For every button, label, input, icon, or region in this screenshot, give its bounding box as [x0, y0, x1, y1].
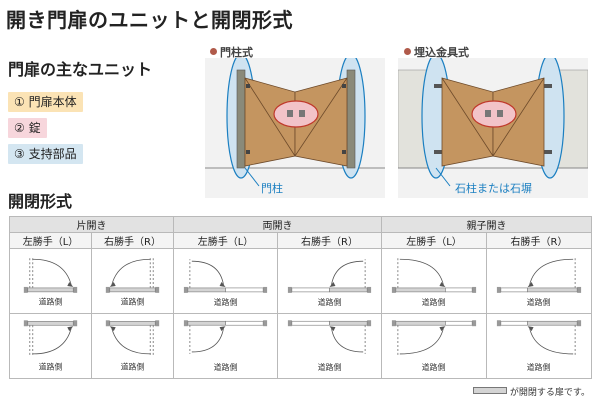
embedded-fitting-type-label: 埋込金具式 [404, 44, 469, 60]
gate-post-callout: 門柱 [261, 182, 283, 195]
plan-single-left-bottom: 道路側 [9, 313, 92, 379]
plan-parent-child-left-top: 道路側 [381, 248, 487, 314]
plan-double-right-top: 道路側 [277, 248, 382, 314]
road-side-label: 道路側 [422, 362, 446, 372]
sub-left-hand: 左勝手（L） [381, 232, 487, 249]
plan-parent-child-left-bottom: 道路側 [381, 313, 487, 379]
group-double-swing: 両開き [173, 216, 382, 233]
road-side-label: 道路側 [121, 297, 145, 307]
unit-door-body: ① 門扉本体 [8, 92, 83, 112]
sub-left-hand: 左勝手（L） [173, 232, 278, 249]
group-single-swing: 片開き [9, 216, 174, 233]
opening-heading: 開閉形式 [8, 192, 73, 211]
road-side-label: 道路側 [121, 362, 145, 372]
road-side-label: 道路側 [527, 362, 551, 372]
bullet-icon [210, 48, 217, 55]
road-side-label: 道路側 [214, 297, 238, 307]
stone-post-callout: 石柱または石塀 [455, 182, 532, 195]
road-side-label: 道路側 [39, 362, 63, 372]
embedded-fitting-type-diagram [398, 58, 588, 198]
unit-lock: ② 錠 [8, 118, 47, 138]
plan-double-left-bottom: 道路側 [173, 313, 278, 379]
road-side-label: 道路側 [318, 362, 342, 372]
road-side-label: 道路側 [214, 362, 238, 372]
road-side-label: 道路側 [422, 297, 446, 307]
sub-left-hand: 左勝手（L） [9, 232, 92, 249]
gate-post-type-diagram [205, 58, 385, 198]
plan-single-right-bottom: 道路側 [91, 313, 174, 379]
plan-single-left-top: 道路側 [9, 248, 92, 314]
plan-parent-child-right-top: 道路側 [486, 248, 592, 314]
opening-door-legend-swatch [472, 387, 507, 394]
bullet-icon [404, 48, 411, 55]
sub-right-hand: 右勝手（R） [277, 232, 382, 249]
sub-right-hand: 右勝手（R） [486, 232, 592, 249]
footnote: が開閉する扉です。 [472, 385, 590, 398]
plan-double-right-bottom: 道路側 [277, 313, 382, 379]
road-side-label: 道路側 [39, 297, 63, 307]
units-heading: 門扉の主なユニット [8, 60, 153, 79]
group-parent-child: 親子開き [381, 216, 592, 233]
gate-post-type-text: 門柱式 [220, 46, 253, 59]
sub-right-hand: 右勝手（R） [91, 232, 174, 249]
plan-double-left-top: 道路側 [173, 248, 278, 314]
gate-post-type-label: 門柱式 [210, 44, 253, 60]
road-side-label: 道路側 [527, 297, 551, 307]
footnote-text: が開閉する扉です。 [509, 388, 590, 398]
road-side-label: 道路側 [318, 297, 342, 307]
plan-parent-child-right-bottom: 道路側 [486, 313, 592, 379]
page-title: 開き門扉のユニットと開閉形式 [6, 8, 293, 32]
embedded-fitting-type-text: 埋込金具式 [414, 46, 469, 59]
plan-single-right-top: 道路側 [91, 248, 174, 314]
opening-type-table: 片開き 両開き 親子開き 左勝手（L） 右勝手（R） 左勝手（L） 右勝手（R）… [9, 216, 592, 379]
unit-support-parts: ③ 支持部品 [8, 144, 83, 164]
